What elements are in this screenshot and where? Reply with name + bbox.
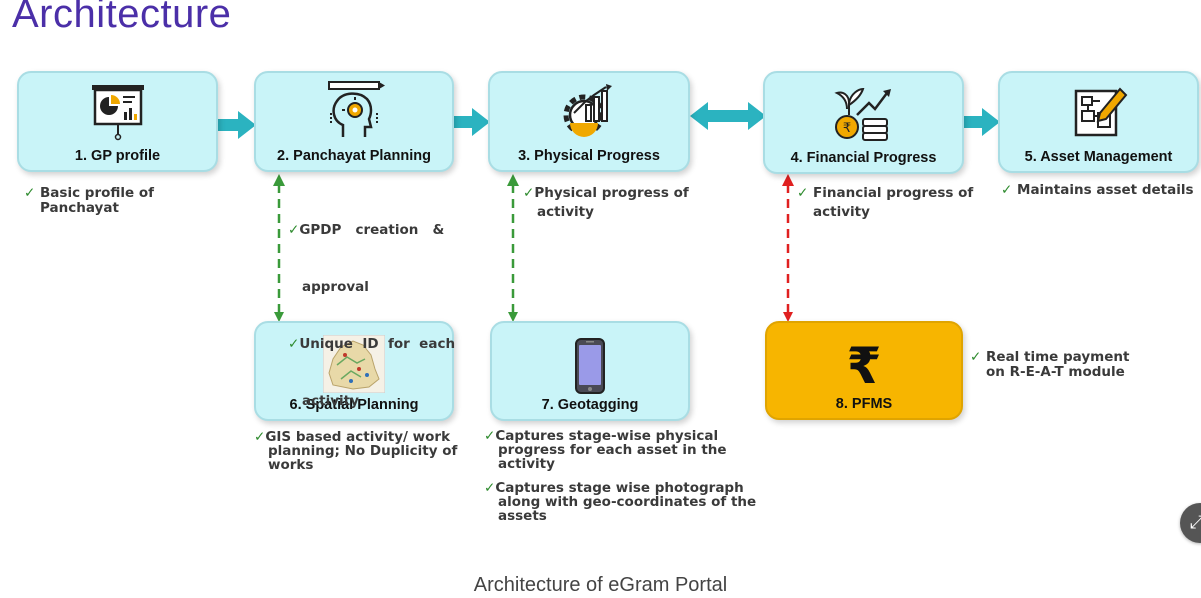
figure-caption: Architecture of eGram Portal [473, 574, 728, 596]
box-label: 6. Spatial Planning [289, 397, 419, 413]
note-line: ✓Physical progress of [523, 185, 689, 201]
note-line: activity [537, 204, 594, 220]
blueprint-pencil-icon [1070, 83, 1128, 145]
check-icon: ✓ [288, 336, 300, 352]
box-asset-management: 5. Asset Management [998, 71, 1199, 173]
note-line: ✓ Real time payment [970, 349, 1130, 365]
check-icon: ✓ [797, 185, 809, 201]
box-spatial-planning: 6. Spatial Planning [254, 321, 454, 421]
arrow-4-5 [964, 108, 1000, 136]
note-line: ✓GPDP creation & [288, 222, 445, 238]
note-line: assets [498, 508, 547, 524]
note-line: along with geo-coordinates of the [498, 494, 757, 510]
note-line: ✓Captures stage wise photograph [484, 480, 744, 496]
note-financial-progress: ✓ Financial progress of activity [797, 184, 973, 222]
link-4-8-up-arrowhead [782, 174, 794, 186]
note-line: ✓ Basic profile of [24, 185, 155, 201]
check-icon: ✓ [24, 185, 36, 201]
note-line: ✓Unique ID for each [288, 336, 456, 352]
box-pfms: ₹ 8. PFMS [765, 321, 963, 420]
rupee-icon: ₹ [844, 337, 884, 395]
note-line: on R-E-A-T module [986, 364, 1125, 380]
note-line: activity [813, 204, 870, 220]
box-label: 2. Panchayat Planning [277, 148, 431, 164]
box-gp-profile: 1. GP profile [17, 71, 218, 172]
box-label: 5. Asset Management [1024, 149, 1173, 165]
head-idea-icon [323, 79, 385, 145]
link-3-7-down-arrowhead [508, 312, 518, 322]
box-panchayat-planning: 2. Panchayat Planning [254, 71, 454, 172]
check-icon: ✓ [484, 480, 496, 496]
svg-text:₹: ₹ [842, 121, 850, 136]
note-geotagging-2: ✓Captures stage wise photograph along wi… [484, 481, 756, 523]
note-line: ✓Captures stage-wise physical [484, 428, 719, 444]
check-icon: ✓ [970, 349, 982, 365]
box-physical-progress: 3. Physical Progress [488, 71, 690, 172]
svg-text:₹: ₹ [847, 337, 882, 389]
note-asset-management: ✓ Maintains asset details [1001, 183, 1194, 198]
note-line: activity [302, 393, 359, 409]
arrow-1-2 [218, 111, 256, 139]
check-icon: ✓ [523, 185, 535, 201]
note-line: ✓ Financial progress of [797, 185, 974, 201]
link-4-8-down-arrowhead [783, 312, 793, 322]
smartphone-icon [574, 337, 606, 399]
note-physical-progress: ✓Physical progress of activity [523, 184, 689, 222]
note-pfms: ✓ Real time payment on R-E-A-T module [970, 350, 1129, 380]
box-label: 1. GP profile [74, 148, 161, 164]
note-line: planning; No Duplicity of [268, 443, 458, 459]
arrow-2-3 [454, 108, 490, 136]
box-label: 4. Financial Progress [790, 150, 937, 166]
link-2-6-up-arrowhead [273, 174, 285, 186]
note-line: Panchayat [40, 200, 119, 216]
check-icon: ✓ [1001, 182, 1013, 198]
note-line: approval [302, 279, 369, 295]
note-geotagging-1: ✓Captures stage-wise physical progress f… [484, 429, 727, 471]
note-spatial-planning: ✓GIS based activity/ work planning; No D… [254, 430, 457, 472]
page-title: Architecture [12, 0, 232, 36]
note-line: activity [498, 456, 555, 472]
link-3-7-up-arrowhead [507, 174, 519, 186]
arrow-3-4-bidirectional [690, 102, 766, 130]
link-2-6-down-arrowhead [274, 312, 284, 322]
money-growth-icon: ₹ [833, 81, 895, 147]
check-icon: ✓ [484, 428, 496, 444]
box-label: 3. Physical Progress [518, 148, 660, 164]
note-line: ✓ Maintains asset details [1001, 182, 1194, 198]
note-line: ✓GIS based activity/ work [254, 429, 451, 445]
gear-growth-chart-icon [560, 83, 618, 145]
map-icon [322, 334, 386, 397]
note-gp-profile: ✓ Basic profile of Panchayat [24, 186, 154, 216]
check-icon: ✓ [254, 429, 266, 445]
box-financial-progress: ₹ 4. Financial Progress [763, 71, 964, 174]
expand-icon[interactable]: ⤢ [1180, 503, 1201, 543]
box-label: 7. Geotagging [541, 397, 639, 413]
box-label: 8. PFMS [835, 396, 893, 412]
note-panchayat-planning: ✓GPDP creation & approval ✓Unique ID for… [288, 183, 455, 430]
presentation-chart-icon [90, 83, 146, 145]
box-geotagging: 7. Geotagging [490, 321, 690, 421]
note-line: progress for each asset in the [498, 442, 727, 458]
check-icon: ✓ [288, 222, 300, 238]
note-line: works [268, 457, 314, 473]
